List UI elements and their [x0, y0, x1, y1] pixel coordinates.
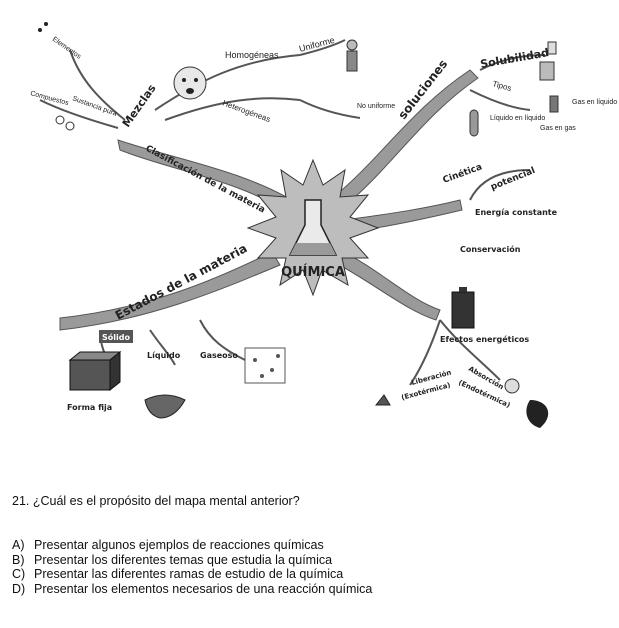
svg-text:Líquido en líquido: Líquido en líquido	[490, 115, 545, 122]
option-d[interactable]: D) Presentar los elementos necesarios de…	[12, 581, 373, 596]
face-icon	[173, 66, 207, 100]
answer-options: A) Presentar algunos ejemplos de reaccio…	[12, 538, 372, 596]
water-icon	[144, 394, 186, 419]
beaker-icon	[539, 41, 557, 81]
svg-text:Elementos: Elementos	[51, 36, 83, 61]
svg-text:Conservación: Conservación	[460, 244, 521, 254]
test-tube-icon	[469, 95, 559, 137]
svg-text:Cinética: Cinética	[441, 161, 483, 185]
svg-text:Sólido: Sólido	[102, 332, 130, 342]
branch-soluciones	[329, 69, 479, 211]
svg-text:Forma fija: Forma fija	[67, 403, 112, 412]
branch-estados	[59, 251, 281, 331]
question-text: 21. ¿Cuál es el propósito del mapa menta…	[12, 494, 300, 508]
svg-text:Energía constante: Energía constante	[475, 208, 558, 217]
svg-text:Líquido: Líquido	[147, 351, 181, 360]
cube-icon	[68, 350, 122, 392]
battery-icon	[451, 287, 475, 329]
gas-particles-icon	[244, 347, 286, 384]
svg-text:Solubilidad: Solubilidad	[479, 46, 550, 71]
svg-text:Gaseoso: Gaseoso	[200, 351, 238, 360]
svg-text:Tipos: Tipos	[491, 79, 512, 93]
option-a[interactable]: A) Presentar algunos ejemplos de reaccio…	[12, 538, 324, 552]
center-label: QUÍMICA	[281, 264, 345, 280]
option-c[interactable]: C) Presentar las diferentes ramas de est…	[12, 567, 344, 581]
molecules-icon	[38, 22, 75, 131]
svg-text:Heterogéneas: Heterogéneas	[221, 98, 271, 124]
solido-box	[99, 330, 133, 343]
svg-text:(Exotérmica): (Exotérmica)	[400, 381, 451, 402]
sun-icon	[504, 378, 520, 394]
flask-icon	[288, 199, 338, 256]
option-b[interactable]: B) Presentar los diferentes temas que es…	[12, 552, 333, 567]
svg-text:No uniforme: No uniforme	[357, 103, 395, 110]
svg-text:Sustancia pura: Sustancia pura	[71, 95, 117, 118]
leaf-icon	[526, 400, 549, 428]
branch-mezclas	[117, 139, 301, 216]
svg-text:Gas en gas: Gas en gas	[540, 125, 576, 132]
fire-icon	[374, 394, 391, 406]
chemistry-mind-map: QUÍMICA Mezclas Homogéneas Uniforme Hete…	[29, 22, 617, 428]
person-icon	[346, 39, 358, 72]
svg-text:potencial: potencial	[489, 166, 536, 193]
branch-efectos	[333, 249, 441, 321]
svg-text:Homogéneas: Homogéneas	[225, 50, 279, 60]
svg-text:Mezclas: Mezclas	[120, 82, 159, 130]
svg-text:Gas en líquido: Gas en líquido	[572, 99, 617, 106]
svg-text:Efectos energéticos: Efectos energéticos	[440, 334, 529, 344]
svg-text:Clasificación de la materia: Clasificación de la materia	[144, 143, 267, 216]
